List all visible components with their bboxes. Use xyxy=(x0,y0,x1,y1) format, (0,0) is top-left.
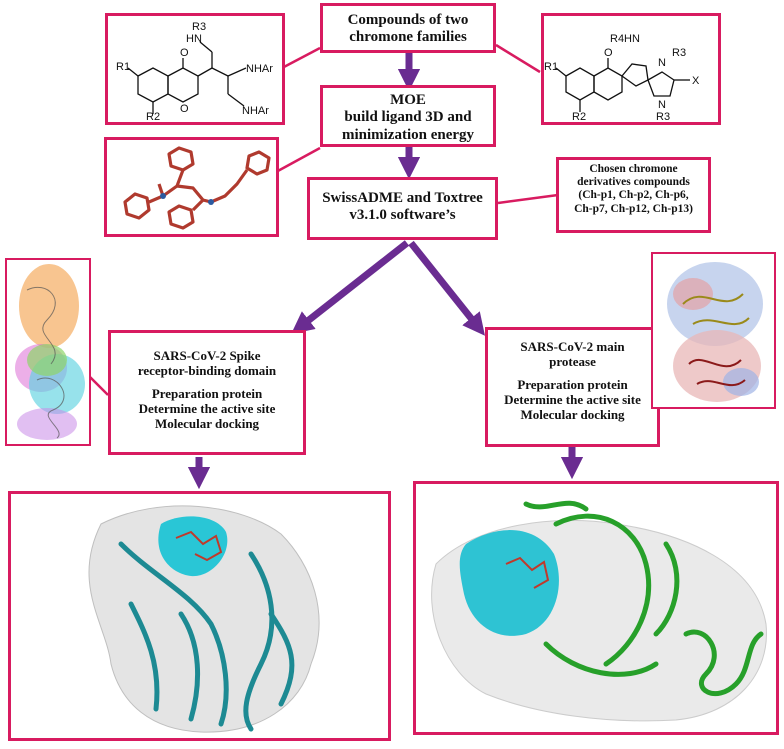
protein-structure-icon xyxy=(15,264,85,440)
r1-label-right: R1 xyxy=(544,61,558,73)
molecule-structure-icon: R1 R2 O O R3 HN NHAr NHAr xyxy=(116,21,273,123)
r3-label: R3 xyxy=(192,21,206,33)
swissadme-line-1: SwissADME and Toxtree xyxy=(322,190,483,206)
moe-line-2: build ligand 3D and xyxy=(344,109,472,126)
nhar-label-1: NHAr xyxy=(246,63,273,75)
chosen-line-3: (Ch-p1, Ch-p2, Ch-p6, xyxy=(578,189,689,202)
swissadme-line-2: v3.1.0 software’s xyxy=(349,207,456,224)
n1-label: N xyxy=(658,57,666,69)
mpro-protein-image xyxy=(651,252,776,409)
mpro-box: SARS-CoV-2 main protease Preparation pro… xyxy=(485,327,660,447)
spike-step-1: Preparation protein xyxy=(151,385,263,401)
flow-arrow-icon xyxy=(291,240,410,334)
moe-box: MOE build ligand 3D and minimization ene… xyxy=(320,85,496,147)
svg-text:O: O xyxy=(604,47,613,59)
spike-rbd-box: SARS-CoV-2 Spike receptor-binding domain… xyxy=(108,330,306,455)
protein-structure-icon xyxy=(431,500,767,722)
flow-arrow-icon xyxy=(408,240,485,336)
mpro-docking-image xyxy=(413,481,779,735)
molecule-structure-icon: R1 R2 O R4HN N R3 X N R3 xyxy=(544,33,700,123)
spike-title-line-2: receptor-binding domain xyxy=(137,362,277,378)
protein-structure-icon xyxy=(667,262,763,402)
r4hn-label: R4HN xyxy=(610,33,640,45)
chosen-line-1: Chosen chromone xyxy=(589,163,678,175)
nhar-label-2: NHAr xyxy=(242,105,269,117)
connector-spike-protein xyxy=(87,374,109,396)
r3a-label: R3 xyxy=(672,47,686,59)
chosen-compounds-box: Chosen chromone derivatives compounds (C… xyxy=(556,157,711,233)
mpro-title-line-1: SARS-CoV-2 main xyxy=(520,339,625,354)
svg-text:O: O xyxy=(180,47,189,59)
n2-label: N xyxy=(658,99,666,111)
spike-title-line-1: SARS-CoV-2 Spike xyxy=(153,348,261,363)
spike-step-3: Molecular docking xyxy=(154,415,260,431)
chosen-line-4: Ch-p7, Ch-p12, Ch-p13) xyxy=(574,202,693,215)
connector-right-chem xyxy=(495,43,541,74)
r2-label-right: R2 xyxy=(572,111,586,122)
r1-label: R1 xyxy=(116,61,130,73)
compounds-title-line-1: Compounds of two xyxy=(347,12,469,28)
hn-label: HN xyxy=(186,33,202,45)
protein-structure-icon xyxy=(88,505,320,733)
compounds-box: Compounds of two chromone families xyxy=(320,3,496,53)
mpro-title-line-2: protease xyxy=(549,353,596,369)
chosen-line-2: derivatives compounds xyxy=(577,176,690,189)
ligand-3d-box xyxy=(104,137,279,237)
spike-docking-image xyxy=(8,491,391,741)
chromone-family-2-box: R1 R2 O R4HN N R3 X N R3 xyxy=(541,13,721,125)
r3b-label: R3 xyxy=(656,111,670,122)
spike-protein-image xyxy=(5,258,91,446)
mpro-step-1: Preparation protein xyxy=(517,376,628,392)
mpro-step-3: Molecular docking xyxy=(520,406,625,422)
swissadme-box: SwissADME and Toxtree v3.1.0 software’s xyxy=(307,177,498,240)
compounds-title-line-2: chromone families xyxy=(349,29,467,46)
svg-text:O: O xyxy=(180,103,189,115)
spike-step-2: Determine the active site xyxy=(138,400,276,416)
connector-chosen xyxy=(497,193,559,205)
connector-left-chem xyxy=(281,46,321,70)
connector-ligand xyxy=(275,146,321,174)
mpro-step-2: Determine the active site xyxy=(504,391,641,407)
moe-line-3: minimization energy xyxy=(341,126,475,143)
r2-label: R2 xyxy=(146,111,160,122)
molecule-structure-icon xyxy=(123,146,271,230)
moe-title: MOE xyxy=(390,92,426,108)
x-label: X xyxy=(692,75,700,87)
chromone-family-1-box: R1 R2 O O R3 HN NHAr NHAr xyxy=(105,13,285,125)
